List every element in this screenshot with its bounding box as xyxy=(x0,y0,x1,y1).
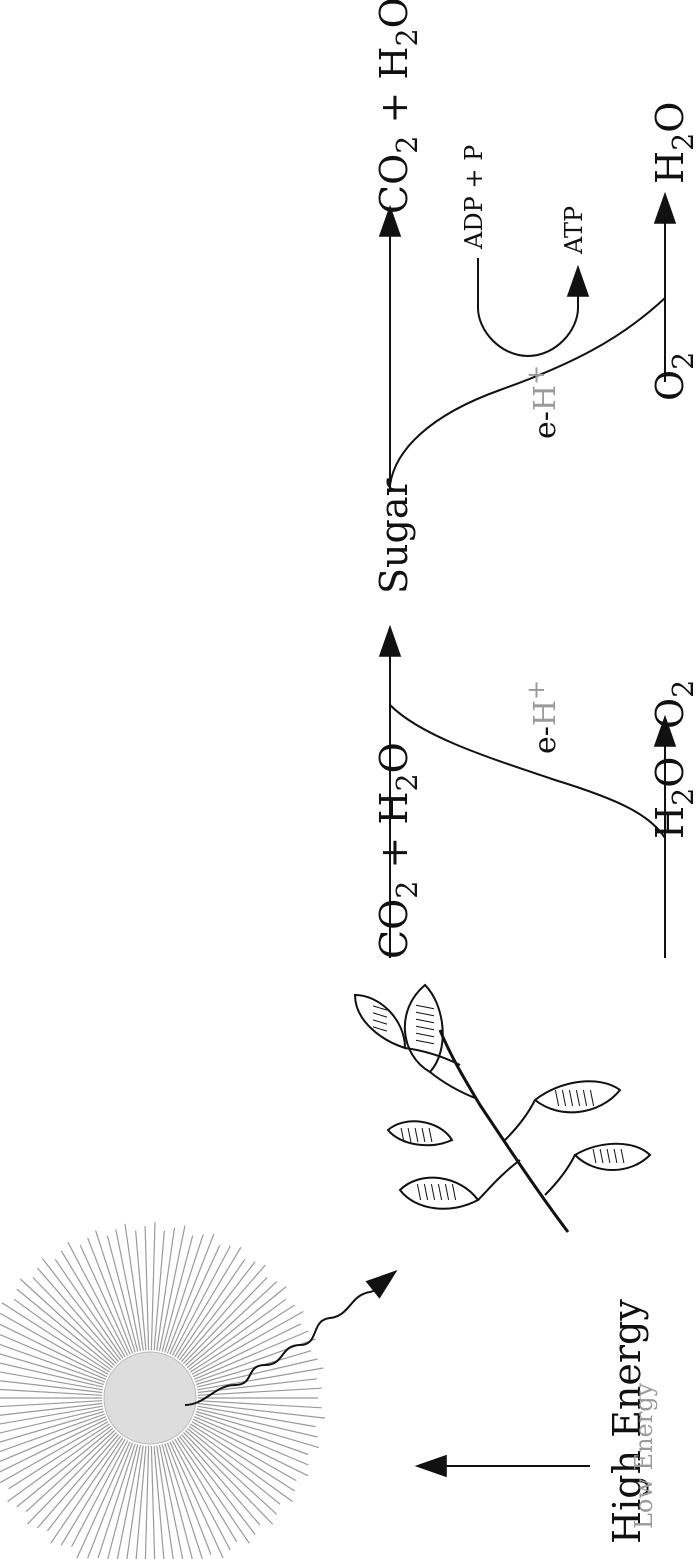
photosynthesis-carrier-label: e-H+ xyxy=(522,679,563,754)
respiration-water-label: H2O xyxy=(648,101,699,184)
respiration-products-label: CO2 + H2O xyxy=(372,0,424,214)
photosynthesis-water-label: H2O xyxy=(648,756,699,839)
leaf-branch-icon xyxy=(353,983,652,1233)
adp-label: ADP + P xyxy=(460,144,488,249)
sugar-label: Sugar xyxy=(372,478,416,594)
sun-icon xyxy=(0,1222,325,1559)
photosynthesis-electron-curve xyxy=(389,704,666,839)
photosynthesis-oxygen-label: O2 xyxy=(648,679,699,729)
light-wave-arrow xyxy=(184,1270,398,1406)
photosynthesis-inputs-label: CO2 + H2O xyxy=(372,742,424,959)
respiration-carrier-label: e-H+ xyxy=(522,364,563,439)
atp-label: ATP xyxy=(560,205,588,254)
respiration-oxygen-label: O2 xyxy=(648,351,699,401)
respiration-electron-curve xyxy=(389,297,666,486)
low-energy-label: Low Energy xyxy=(630,1382,658,1529)
atp-cycle-arrow xyxy=(477,258,590,358)
